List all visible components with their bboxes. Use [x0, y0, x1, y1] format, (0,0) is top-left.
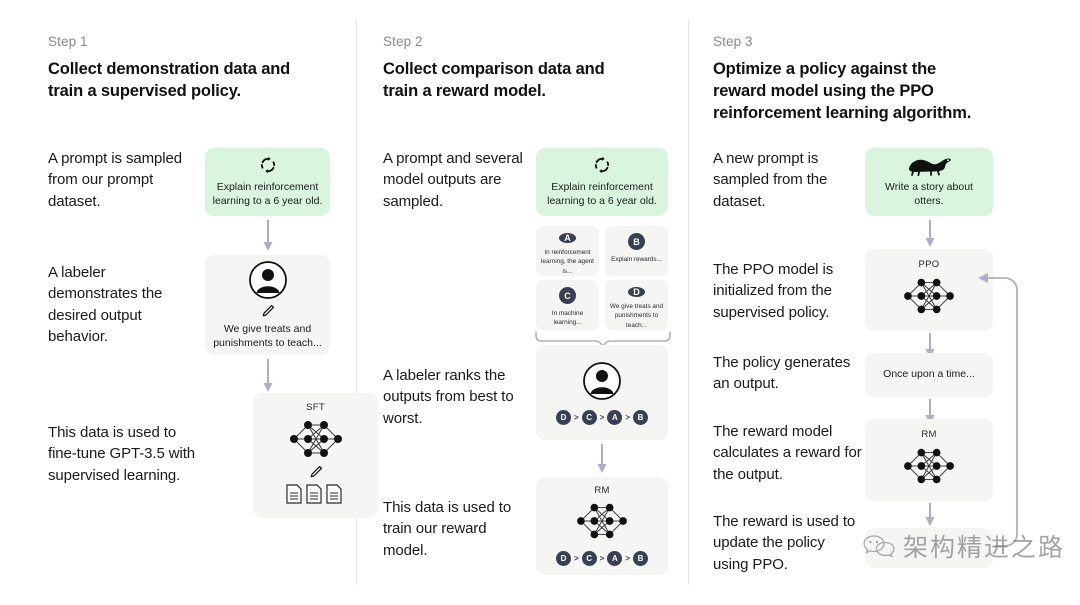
- pencil-icon: [308, 464, 324, 480]
- option-card-a[interactable]: A In reinforcement learning, the agent i…: [536, 226, 599, 276]
- rank-gt-2: >: [599, 412, 605, 422]
- narration-2-2: This data is used to train our reward mo…: [383, 499, 512, 559]
- option-badge-c: C: [559, 287, 576, 304]
- person-circle-icon: [582, 361, 622, 401]
- rank-badge-4: B: [633, 409, 648, 425]
- narration-3-2: The policy generates an output.: [713, 354, 851, 393]
- prompt-card-green-3[interactable]: Write a story about otters.: [865, 148, 993, 216]
- rank-badge-1: D: [555, 409, 571, 425]
- narration-2-1: A labeler ranks the outputs from best to…: [383, 367, 514, 427]
- step-title-2: Collect comparison data and train a rewa…: [383, 60, 605, 101]
- ppo-caption: PPO: [918, 259, 940, 270]
- neural-network-icon: [898, 443, 960, 489]
- option-card-d[interactable]: D We give treats and punishments to teac…: [605, 280, 668, 330]
- column-divider-2: [688, 20, 689, 585]
- rank-gt-1: >: [573, 412, 579, 422]
- arrow-down-1-a: [256, 218, 280, 254]
- option-text-c: In machine learning...: [551, 310, 584, 327]
- sft-caption: SFT: [306, 402, 325, 413]
- prompt-card-green-1[interactable]: Explain reinforcement learning to a 6 ye…: [205, 148, 330, 216]
- labeler-card-text-1: We give treats and punishments to teach.…: [213, 322, 322, 349]
- option-badge-b: B: [628, 233, 645, 250]
- rank-gt-3: >: [625, 412, 630, 422]
- prompt-card-green-2[interactable]: Explain reinforcement learning to a 6 ye…: [536, 148, 668, 216]
- output-card-text: Once upon a time...: [883, 368, 975, 381]
- ranking-row-labeler: D > C > A > B: [555, 409, 648, 425]
- labeler-card-1[interactable]: We give treats and punishments to teach.…: [205, 255, 330, 355]
- output-card[interactable]: Once upon a time...: [865, 353, 993, 397]
- refresh-circle-icon: [592, 155, 612, 175]
- arrow-down-1-b: [256, 357, 280, 395]
- prompt-card-text-2: Explain reinforcement learning to a 6 ye…: [547, 181, 657, 207]
- rm-rank-badge-3: A: [607, 550, 623, 566]
- option-badge-d: D: [628, 287, 645, 298]
- column-divider-1: [356, 20, 357, 585]
- ranking-row-rm: D > C > A > B: [555, 550, 648, 566]
- neural-network-icon: [898, 273, 960, 319]
- narration-1-1: A labeler demonstrates the desired outpu…: [48, 264, 163, 345]
- rm-rank-gt-2: >: [599, 553, 605, 563]
- rm-rank-badge-2: C: [581, 550, 597, 566]
- rm-caption-step3: RM: [921, 429, 937, 440]
- sft-model-card[interactable]: SFT: [253, 393, 378, 518]
- rm-rank-badge-4: B: [633, 550, 648, 566]
- neural-network-icon: [284, 415, 348, 463]
- arrow-down-3-d: [918, 501, 942, 531]
- person-circle-icon: [248, 260, 288, 300]
- narration-2-0: A prompt and several model outputs are s…: [383, 150, 523, 210]
- narration-1-0: A prompt is sampled from our prompt data…: [48, 150, 182, 210]
- rm-rank-badge-1: D: [555, 550, 571, 566]
- prompt-card-text-3: Write a story about otters.: [885, 181, 973, 207]
- option-card-c[interactable]: C In machine learning...: [536, 280, 599, 330]
- column-step-2: Step 2 Collect comparison data and train…: [383, 0, 683, 605]
- narration-3-0: A new prompt is sampled from the dataset…: [713, 150, 828, 210]
- column-step-3: Step 3 Optimize a policy against the rew…: [713, 0, 1043, 605]
- rank-badge-2: C: [581, 409, 597, 425]
- option-text-b: Explain rewards...: [611, 256, 662, 263]
- step-label-3: Step 3: [713, 34, 753, 49]
- step-label-2: Step 2: [383, 34, 423, 49]
- rank-badge-3: A: [607, 409, 623, 425]
- prompt-card-text-1: Explain reinforcement learning to a 6 ye…: [212, 181, 323, 207]
- labeler-rank-card[interactable]: D > C > A > B: [536, 345, 668, 440]
- step-title-1: Collect demonstration data and train a s…: [48, 60, 291, 101]
- neural-network-icon: [571, 498, 633, 544]
- ppo-model-card[interactable]: PPO: [865, 249, 993, 331]
- option-badge-a: A: [559, 233, 576, 244]
- reward-to-ppo-arrow: [975, 262, 1040, 572]
- arrow-down-3-a: [918, 218, 942, 250]
- pencil-icon: [260, 303, 276, 319]
- step-label-1: Step 1: [48, 34, 88, 49]
- column-step-1: Step 1 Collect demonstration data and tr…: [48, 0, 378, 605]
- narration-3-4: The reward is used to update the policy …: [713, 513, 856, 573]
- refresh-circle-icon: [258, 155, 278, 175]
- rm-model-card-step2[interactable]: RM D: [536, 477, 668, 575]
- rm-rank-gt-1: >: [573, 553, 579, 563]
- narration-1-2: This data is used to fine-tune GPT-3.5 w…: [48, 424, 196, 484]
- rm-rank-gt-3: >: [625, 553, 630, 563]
- narration-3-3: The reward model calculates a reward for…: [713, 423, 862, 483]
- narration-3-1: The PPO model is initialized from the su…: [713, 261, 834, 321]
- rm-model-card-step3[interactable]: RM: [865, 419, 993, 501]
- option-text-d: We give treats and punishments to teach.…: [609, 303, 664, 329]
- arrow-down-2-b: [590, 442, 614, 476]
- step-title-3: Optimize a policy against the reward mod…: [713, 60, 972, 123]
- otter-icon: [905, 155, 953, 177]
- option-card-b[interactable]: B Explain rewards...: [605, 226, 668, 276]
- rm-caption-step2: RM: [594, 484, 610, 496]
- option-text-a: In reinforcement learning, the agent is.…: [541, 249, 594, 275]
- reward-card[interactable]: [865, 528, 993, 568]
- documents-icon: [285, 483, 347, 505]
